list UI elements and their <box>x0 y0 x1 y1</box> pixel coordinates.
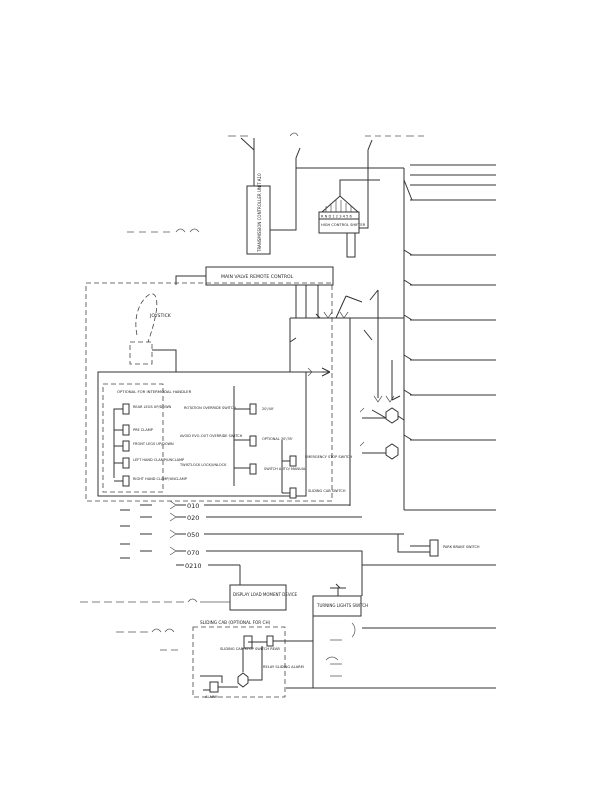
svg-text:EMERGENCY STOP SWITCH: EMERGENCY STOP SWITCH <box>305 455 352 459</box>
svg-text:SWITCH AUTO/ MANUAL: SWITCH AUTO/ MANUAL <box>264 467 306 471</box>
relay-box <box>266 635 274 647</box>
svg-text:REAR LEGS UP/DOWN: REAR LEGS UP/DOWN <box>133 405 172 409</box>
high-control-shifter-label: HIGH CONTROL SHIFTER <box>321 223 366 227</box>
wire-labels: 010 020 050 070 0210 <box>185 502 202 570</box>
alarm-box <box>209 681 219 693</box>
wire-020: 020 <box>187 514 199 522</box>
top-connectors <box>127 132 424 233</box>
svg-text:PRE CLAMP: PRE CLAMP <box>133 428 153 432</box>
display-lmd-box <box>229 584 287 611</box>
svg-text:OPTIONAL 30'/35': OPTIONAL 30'/35' <box>262 437 293 441</box>
mid-switches: ROTATION OVERRIDE SWITCH 20'/40' AVOID E… <box>179 386 352 499</box>
display-lmd-label: DISPLAY LOAD MOMENT DEVICE <box>233 592 298 597</box>
intermodal-switches: REAR LEGS UP/DOWN PRE CLAMP FRONT LEGS U… <box>113 403 187 487</box>
svg-text:SLIDING CAB STOP SWITCH REAR: SLIDING CAB STOP SWITCH REAR <box>220 647 280 651</box>
shifter-assembly: R N D 1 2 3 4 5 6 HIGH CONTROL SHIFTER <box>318 139 380 258</box>
intermodal-title: OPTIONAL FOR INTERMODAL HANDLER <box>117 389 192 394</box>
right-bus <box>286 164 496 689</box>
relay-hex <box>237 672 249 688</box>
transmission-controller-label: TRANSMISSION CONTROLLER UNIT A10 <box>257 173 262 253</box>
joystick-label: JOYSTICK <box>149 313 172 319</box>
svg-text:FRONT LEGS UP/DOWN: FRONT LEGS UP/DOWN <box>133 442 174 446</box>
joystick-panel <box>85 282 333 502</box>
svg-text:RELAY SLIDING ALARM: RELAY SLIDING ALARM <box>263 665 304 669</box>
transmission-controller-box <box>246 185 271 255</box>
svg-text:ROTATION OVERRIDE SWITCH: ROTATION OVERRIDE SWITCH <box>184 406 236 410</box>
svg-text:SLIDING CAB SWITCH: SLIDING CAB SWITCH <box>308 489 346 493</box>
svg-text:20'/40': 20'/40' <box>262 407 274 411</box>
wire-010: 010 <box>187 502 199 510</box>
wire-050: 050 <box>187 531 199 539</box>
intermodal-subpanel <box>102 383 164 493</box>
joystick-base <box>129 341 153 365</box>
svg-text:PARK BRAKE SWITCH: PARK BRAKE SWITCH <box>443 545 480 549</box>
svg-text:AVOID EVO-OUT OVERRIDE SWITCH: AVOID EVO-OUT OVERRIDE SWITCH <box>180 434 243 438</box>
wire-070: 070 <box>187 549 199 557</box>
main-valve-label: MAIN VALVE REMOTE CONTROL <box>221 274 294 280</box>
hex-connectors <box>359 407 405 460</box>
turning-lights-label: TURNING LIGHTS SWITCH <box>316 603 368 608</box>
sliding-cab-panel <box>192 626 286 698</box>
svg-text:LEFT HAND CLAMP/UNCLAMP: LEFT HAND CLAMP/UNCLAMP <box>133 458 184 462</box>
svg-text:RIGHT HAND CLAMP/UNCLAMP: RIGHT HAND CLAMP/UNCLAMP <box>133 477 187 481</box>
sliding-cab-title: SLIDING CAB (OPTIONAL FOR CH) <box>200 620 271 625</box>
wire-0210: 0210 <box>185 562 202 570</box>
park-brake-switch: PARK BRAKE SWITCH <box>397 534 480 557</box>
svg-text:TWISTLOCK LOCK/UNLOCK: TWISTLOCK LOCK/UNLOCK <box>179 463 227 467</box>
svg-text:ALARM: ALARM <box>205 695 218 699</box>
joystick-handle <box>135 293 158 343</box>
shifter-positions-label: R N D 1 2 3 4 5 6 <box>321 215 353 219</box>
